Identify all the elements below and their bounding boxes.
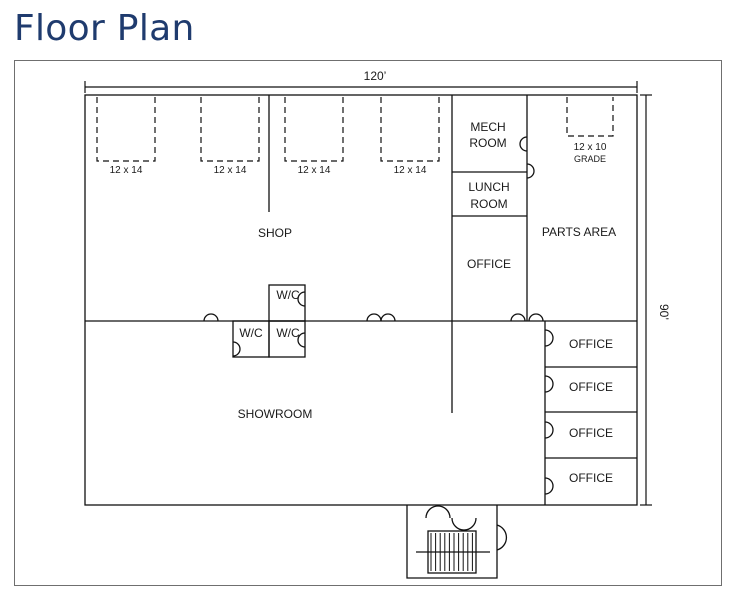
vestibule (406, 505, 498, 579)
room-label-wc-lower-left: W/C (239, 326, 263, 340)
door-swing-6 (519, 136, 528, 152)
room-label-wc-lower-right: W/C (276, 326, 300, 340)
bay-door-4 (380, 97, 440, 162)
room-label-office-4: OFFICE (569, 471, 613, 485)
room-label-mech-room: ROOM (469, 136, 506, 150)
bay-size-label-4: 12 x 14 (394, 165, 427, 176)
door-swing-4 (510, 313, 526, 322)
room-label-office-3: OFFICE (569, 426, 613, 440)
doors (203, 136, 554, 495)
plan-frame (14, 60, 722, 586)
building-outline (84, 94, 638, 506)
door-swing-5 (528, 313, 544, 322)
wc-lower-right (268, 320, 306, 358)
door-swing-3 (380, 313, 396, 322)
vestibule-door-right (451, 517, 477, 531)
door-swing-8 (297, 291, 306, 307)
door-swing-13 (544, 421, 554, 439)
bay-size-label-1: 12 x 14 (110, 165, 143, 176)
room-label-wc-upper: W/C (276, 288, 300, 302)
grade-door-size: 12 x 10 (574, 142, 607, 153)
room-label-office-1: OFFICE (569, 337, 613, 351)
room-label-office-2: OFFICE (569, 380, 613, 394)
room-label-shop: SHOP (258, 226, 292, 240)
door-swing-12 (544, 375, 554, 393)
dimension-lines (84, 81, 652, 506)
page-title: Floor Plan (14, 8, 195, 49)
bay-door-1 (96, 97, 156, 162)
dim-width-label: 120’ (364, 69, 387, 83)
bay-door-3 (284, 97, 344, 162)
vestibule-door-side (496, 524, 508, 551)
door-swing-14 (544, 477, 554, 495)
overhead-bays: 12 x 14 12 x 14 12 x 14 12 x 14 (96, 97, 614, 176)
room-label-parts-area: PARTS AREA (542, 225, 616, 239)
door-swing-1 (203, 313, 219, 322)
door-swing-7 (526, 163, 535, 179)
vestibule-door-left (425, 505, 451, 519)
room-label-lunch: LUNCH (468, 180, 509, 194)
grade-door (566, 97, 614, 137)
room-label-mech: MECH (470, 120, 505, 134)
stair-treads (430, 533, 473, 571)
door-swing-10 (232, 341, 241, 357)
room-label-lunch-room: ROOM (470, 197, 507, 211)
bay-size-label-2: 12 x 14 (214, 165, 247, 176)
door-swing-2 (366, 313, 382, 322)
room-label-showroom: SHOWROOM (238, 407, 313, 421)
room-label-office-mid: OFFICE (467, 257, 511, 271)
door-swing-9 (297, 332, 306, 348)
bay-size-label-3: 12 x 14 (298, 165, 331, 176)
grade-door-type: GRADE (574, 154, 606, 164)
dim-depth-label: 90’ (657, 304, 671, 320)
bay-door-2 (200, 97, 260, 162)
door-swing-11 (544, 329, 554, 347)
walls (84, 94, 638, 579)
